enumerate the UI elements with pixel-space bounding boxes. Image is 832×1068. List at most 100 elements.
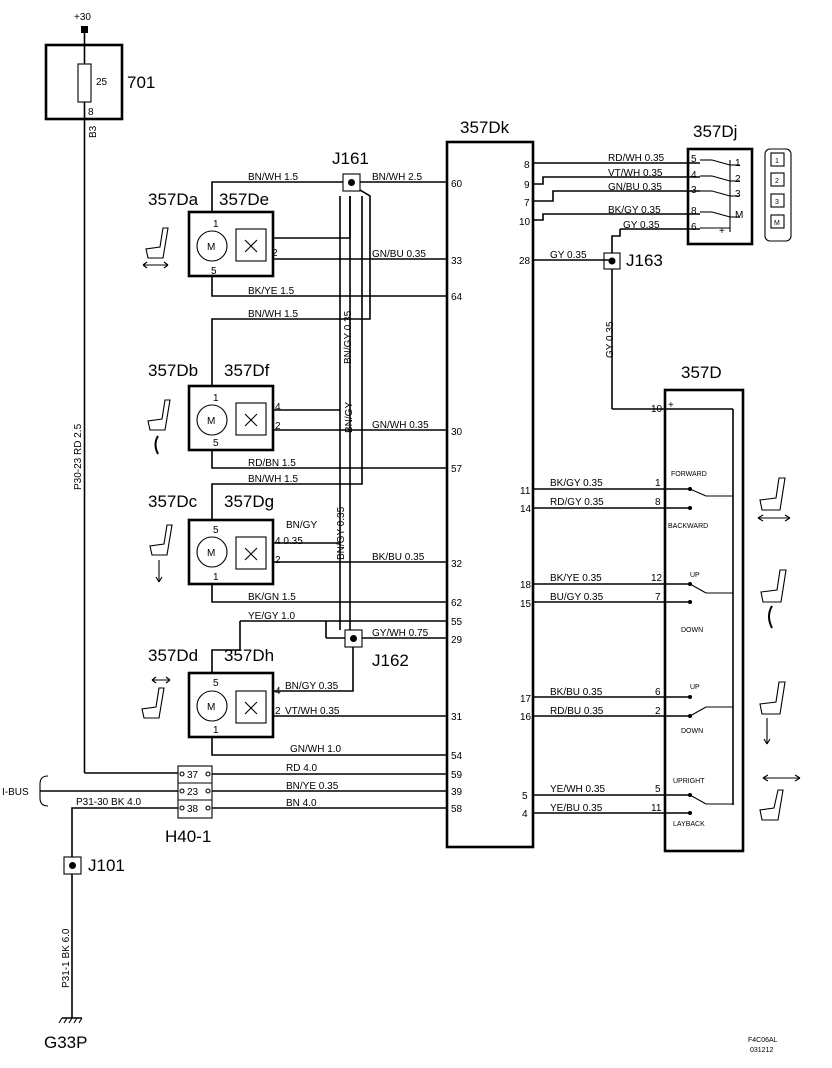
mirror-switch-357dj: 357Dj 5 4 3 8 6 1 2 3 M + bbox=[686, 122, 754, 246]
dk-pin-16: 16 bbox=[520, 712, 532, 723]
control-module-label: 357Dk bbox=[460, 118, 510, 137]
footer-code-text: F4C06AL bbox=[748, 1037, 778, 1044]
dk-pin-10: 10 bbox=[519, 217, 531, 228]
motor-d-pin-2: 2 bbox=[275, 706, 281, 717]
mirror-switch-label: 357Dj bbox=[693, 122, 737, 141]
ground-label: G33P bbox=[44, 1033, 87, 1052]
dk-pin-17: 17 bbox=[520, 694, 532, 705]
dk-pin-58: 58 bbox=[451, 804, 463, 815]
wire-bnye: BN/YE 0.35 bbox=[286, 781, 339, 792]
seat-switch-label: 357D bbox=[681, 363, 722, 382]
wire-gy-28: GY 0.35 bbox=[550, 250, 587, 261]
d-plus: + bbox=[668, 400, 674, 411]
connector-label: H40-1 bbox=[165, 827, 211, 846]
wire-bkye-64: BK/YE 1.5 bbox=[248, 286, 295, 297]
key-2: 2 bbox=[775, 178, 779, 185]
motor-d-pin-1: 1 bbox=[213, 725, 219, 736]
sensor-h-label: 357Dh bbox=[224, 646, 274, 665]
motor-a-pin-1: 1 bbox=[213, 219, 219, 230]
label-up-2: UP bbox=[690, 684, 700, 691]
switch-up-down-1: 18 15 BK/YE 0.35 BU/GY 0.35 12 7 UP DOWN bbox=[520, 572, 733, 634]
switch-upright-layback: 5 4 YE/WH 0.35 YE/BU 0.35 5 11 UPRIGHT L… bbox=[522, 778, 733, 828]
seat-height-icon bbox=[759, 681, 786, 745]
motor-b-pin-4: 4 bbox=[275, 402, 281, 413]
seat-a-icon bbox=[142, 227, 169, 269]
mirror-wires: 8 9 7 10 28 RD/WH 0.35 VT/WH 0.35 GN/BU … bbox=[519, 153, 700, 267]
dk-pin-11: 11 bbox=[520, 486, 531, 497]
motor-c-label: 357Dc bbox=[148, 492, 198, 511]
d-pin-12: 12 bbox=[651, 573, 663, 584]
dj-out-2: 2 bbox=[735, 174, 741, 185]
wire-bngy-vert: BN/GY 0.35 bbox=[343, 310, 354, 364]
motor-d-pin-5: 5 bbox=[213, 678, 219, 689]
wire-vtwh-31: VT/WH 0.35 bbox=[285, 706, 340, 717]
dk-pin-33: 33 bbox=[451, 256, 463, 267]
wire-p30-23: P30-23 RD 2.5 bbox=[73, 423, 84, 490]
dj-out-3: 3 bbox=[735, 189, 741, 200]
sensor-f-label: 357Df bbox=[224, 361, 270, 380]
seat-c-icon bbox=[149, 524, 173, 583]
dk-pin-8: 8 bbox=[524, 160, 530, 171]
dk-pin-4: 4 bbox=[522, 809, 528, 820]
label-backward: BACKWARD bbox=[668, 523, 708, 530]
seat-backrest-icon bbox=[759, 774, 801, 821]
wire-bnwh-a: BN/WH 1.5 bbox=[248, 172, 298, 183]
wire-gy-m: GY 0.35 bbox=[623, 220, 660, 231]
fuse-701: +30 25 8 701 bbox=[44, 12, 155, 125]
seat-switch-357d: 357D 10 + bbox=[651, 363, 745, 853]
wire-bkgn-62: BK/GN 1.5 bbox=[248, 592, 296, 603]
wire-yegy-55: YE/GY 1.0 bbox=[248, 611, 296, 622]
label-forward: FORWARD bbox=[671, 471, 707, 478]
wire-rdgy-bwd: RD/GY 0.35 bbox=[550, 497, 604, 508]
switch-up-down-2: 17 16 BK/BU 0.35 RD/BU 0.35 6 2 UP DOWN bbox=[520, 684, 733, 735]
wire-bn40: BN 4.0 bbox=[286, 798, 317, 809]
wire-bnwh-b: BN/WH 1.5 bbox=[248, 309, 298, 320]
motor-d-label: 357Dd bbox=[148, 646, 198, 665]
dk-pin-9: 9 bbox=[524, 180, 530, 191]
sensor-g-label: 357Dg bbox=[224, 492, 274, 511]
seat-tilt-icon bbox=[760, 569, 787, 629]
j161-label: J161 bbox=[332, 149, 369, 168]
j101-label: J101 bbox=[88, 856, 125, 875]
d-pin-7: 7 bbox=[655, 592, 661, 603]
seat-b-icon bbox=[147, 399, 171, 455]
seat-d-icon bbox=[141, 676, 171, 719]
d-pin-2: 2 bbox=[655, 706, 661, 717]
j162-label: J162 bbox=[372, 651, 409, 670]
dk-pin-29: 29 bbox=[451, 635, 463, 646]
motor-wires: BN/WH 1.5 BN/WH 2.5 60 GN/BU 0.35 33 BK/… bbox=[211, 172, 463, 762]
dk-pin-60: 60 bbox=[451, 179, 463, 190]
dj-pin-6: 6 bbox=[691, 222, 697, 233]
dj-pin-5: 5 bbox=[691, 154, 697, 165]
wire-gywh-29: GY/WH 0.75 bbox=[372, 628, 429, 639]
dk-pin-64: 64 bbox=[451, 292, 463, 303]
j163-label: J163 bbox=[626, 251, 663, 270]
mirror-memory-keys: 1 2 3 M bbox=[764, 148, 792, 242]
wire-gnwh-54: GN/WH 1.0 bbox=[290, 744, 342, 755]
wire-bkye: BK/YE 0.35 bbox=[550, 573, 602, 584]
wire-bkgy-m: BK/GY 0.35 bbox=[608, 205, 661, 216]
dj-pin-4: 4 bbox=[691, 170, 697, 181]
key-1: 1 bbox=[775, 158, 779, 165]
wire-rdwh: RD/WH 0.35 bbox=[608, 153, 665, 164]
motor-a-pin-2: 2 bbox=[272, 248, 278, 259]
dk-pin-14: 14 bbox=[520, 504, 532, 515]
motor-a-pin-5: 5 bbox=[211, 266, 217, 277]
wire-yewh: YE/WH 0.35 bbox=[550, 784, 605, 795]
motor-b-pin-5: 5 bbox=[213, 438, 219, 449]
dk-pin-57: 57 bbox=[451, 464, 463, 475]
dk-pin-32: 32 bbox=[451, 559, 463, 570]
motor-c-m: M bbox=[207, 548, 215, 559]
junction-j161: J161 bbox=[332, 149, 369, 192]
motor-d-m: M bbox=[207, 702, 215, 713]
key-m: M bbox=[774, 220, 780, 227]
label-up-1: UP bbox=[690, 572, 700, 579]
d-pin-8: 8 bbox=[655, 497, 661, 508]
wire-yebu: YE/BU 0.35 bbox=[550, 803, 603, 814]
motor-357dd: M 357Dd 357Dh 5 4 2 1 bbox=[148, 646, 281, 739]
dk-pin-39: 39 bbox=[451, 787, 463, 798]
dj-out-m: M bbox=[735, 210, 743, 221]
dk-pin-55: 55 bbox=[451, 617, 463, 628]
motor-b-pin-1: 1 bbox=[213, 393, 219, 404]
dj-out-1: 1 bbox=[735, 158, 741, 169]
